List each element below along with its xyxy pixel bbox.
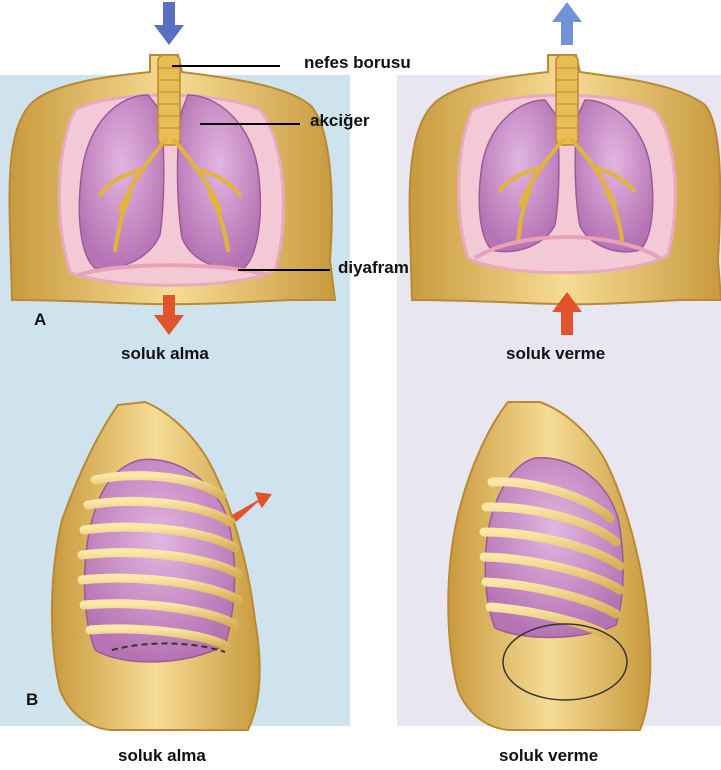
- caption-top-right: soluk verme: [506, 344, 605, 364]
- panel-letter-b: B: [26, 690, 38, 710]
- caption-top-left: soluk alma: [121, 344, 209, 364]
- caption-bottom-left: soluk alma: [118, 746, 206, 766]
- label-diaphragm: diyafram: [338, 258, 409, 278]
- arrow-ribs-out: [232, 492, 272, 522]
- arrow-air-out: [552, 2, 582, 45]
- label-lung: akciğer: [310, 111, 370, 131]
- panel-letter-a: A: [34, 310, 46, 330]
- arrow-air-in: [154, 2, 184, 45]
- caption-bottom-right: soluk verme: [499, 746, 598, 766]
- ribcage-exhale: [448, 402, 650, 730]
- ribcage-inhale: [52, 402, 272, 730]
- label-trachea: nefes borusu: [304, 53, 411, 73]
- torso-inhale: [9, 2, 335, 335]
- torso-exhale: [410, 2, 721, 335]
